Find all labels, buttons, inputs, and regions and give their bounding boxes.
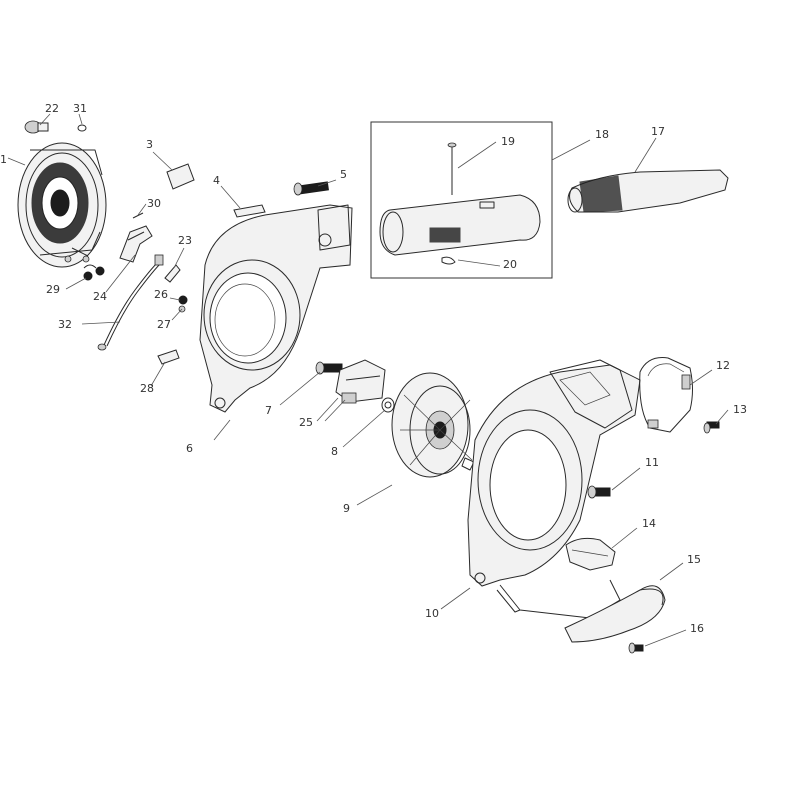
bolt-11 xyxy=(587,485,611,499)
callout-13: 13 xyxy=(733,403,747,416)
callout-14: 14 xyxy=(642,517,656,530)
callout-3: 3 xyxy=(146,138,153,151)
bolt-7 xyxy=(315,361,343,375)
tube-pin xyxy=(447,142,457,195)
bracket xyxy=(119,225,153,263)
callout-29: 29 xyxy=(46,283,60,296)
callout-10: 10 xyxy=(425,607,439,620)
callout-8: 8 xyxy=(331,445,338,458)
pin xyxy=(132,212,144,219)
callout-1: 1 xyxy=(0,153,7,166)
blower-tube xyxy=(379,194,541,256)
callout-6: 6 xyxy=(186,442,193,455)
grip xyxy=(565,537,616,571)
washer-8 xyxy=(381,397,395,413)
starter-bolt xyxy=(24,120,49,134)
impeller-fan xyxy=(391,372,475,478)
screw-16 xyxy=(628,642,644,654)
nut xyxy=(178,295,188,313)
tube-clip xyxy=(441,256,456,265)
callout-15: 15 xyxy=(687,553,701,566)
callout-11: 11 xyxy=(645,456,659,469)
recoil-starter-housing xyxy=(17,142,107,268)
callout-labels: 1 3 4 5 6 7 8 9 10 11 12 13 14 15 16 17 … xyxy=(0,102,747,635)
callout-24: 24 xyxy=(93,290,107,303)
cable xyxy=(97,254,164,351)
handle xyxy=(564,585,666,643)
callout-4: 4 xyxy=(213,174,220,187)
callout-27: 27 xyxy=(157,318,171,331)
callout-9: 9 xyxy=(343,502,350,515)
callout-23: 23 xyxy=(178,234,192,247)
fan-housing-rear xyxy=(199,204,353,413)
callout-7: 7 xyxy=(265,404,272,417)
clip xyxy=(164,264,181,283)
callout-22: 22 xyxy=(45,102,59,115)
callout-19: 19 xyxy=(501,135,515,148)
callout-25: 25 xyxy=(299,416,313,429)
label-4 xyxy=(233,204,266,218)
nozzle xyxy=(567,169,729,213)
callout-30: 30 xyxy=(147,197,161,210)
callout-17: 17 xyxy=(651,125,665,138)
callout-32: 32 xyxy=(58,318,72,331)
washer xyxy=(77,124,87,132)
label-3 xyxy=(166,163,195,190)
clamp xyxy=(639,357,693,433)
callout-31: 31 xyxy=(73,102,87,115)
inset-box xyxy=(370,121,553,279)
leader-lines xyxy=(7,113,729,647)
callout-28: 28 xyxy=(140,382,154,395)
callout-5: 5 xyxy=(340,168,347,181)
screw-13 xyxy=(703,421,720,434)
callout-26: 26 xyxy=(154,288,168,301)
fan-housing-front xyxy=(467,359,641,619)
callout-16: 16 xyxy=(690,622,704,635)
callout-12: 12 xyxy=(716,359,730,372)
callout-20: 20 xyxy=(503,258,517,271)
callout-18: 18 xyxy=(595,128,609,141)
wedge xyxy=(157,349,180,365)
ignition-module xyxy=(335,359,386,404)
nut-pair xyxy=(83,264,105,281)
